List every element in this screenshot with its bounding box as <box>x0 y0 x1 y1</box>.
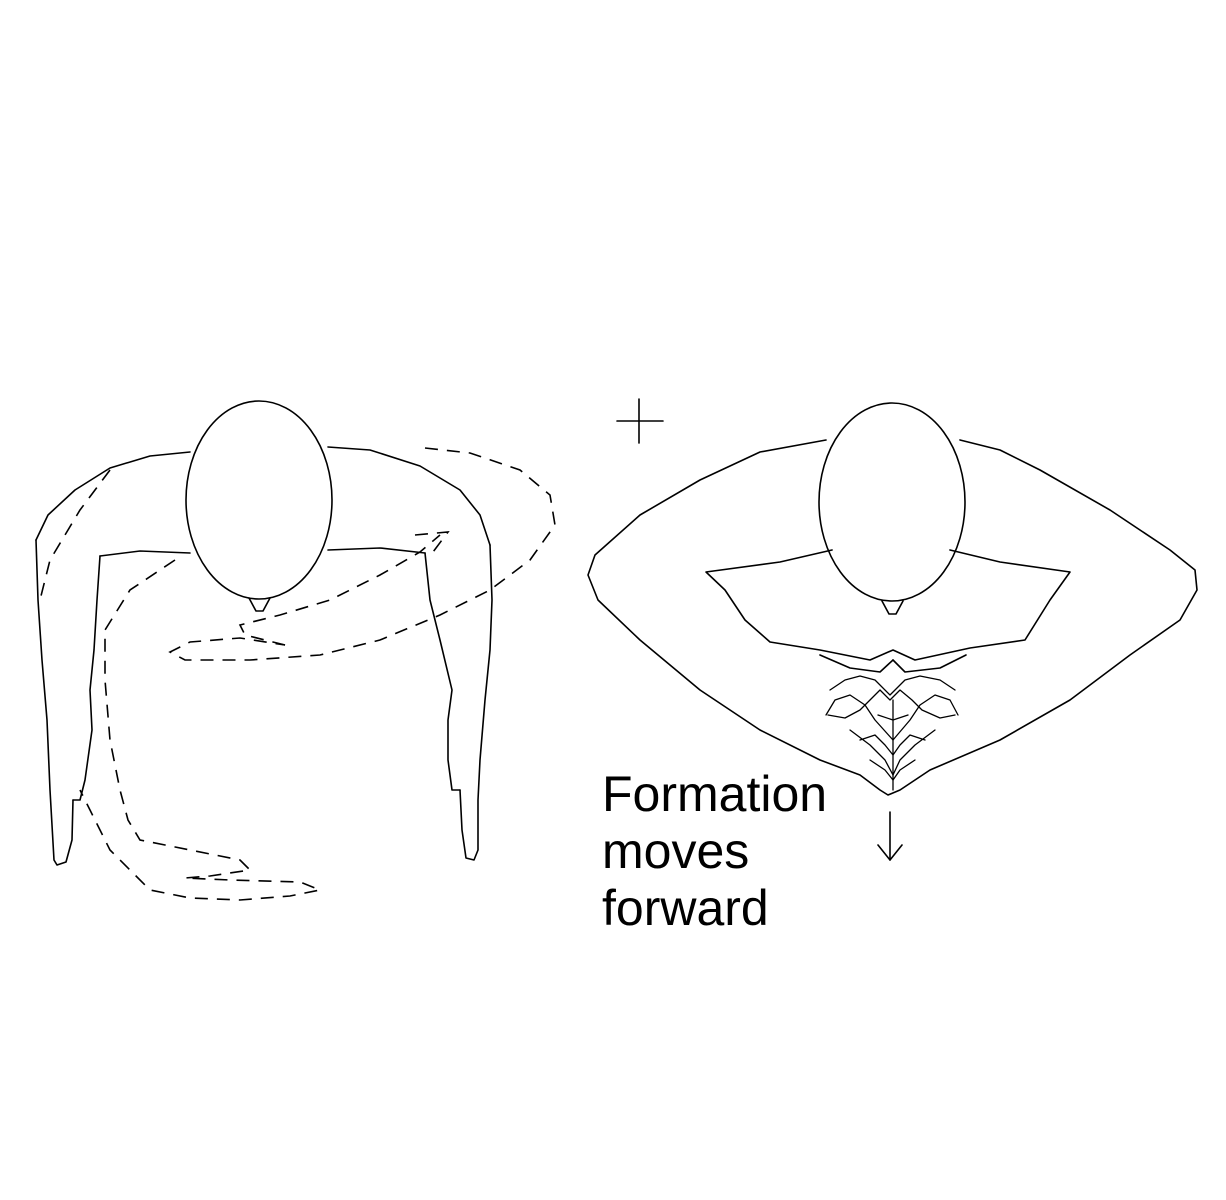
down-arrow-icon <box>877 811 903 861</box>
plus-marker-icon <box>616 398 664 444</box>
left-figure-left-sleeve <box>327 547 426 554</box>
left-figure <box>35 400 556 901</box>
left-figure-arm-outer-left <box>459 544 493 861</box>
right-figure-chest <box>705 549 1071 661</box>
left-figure-arm-inner-right <box>72 555 101 801</box>
left-figure-arm-outer-right <box>35 539 74 866</box>
right-figure-head <box>818 402 966 602</box>
right-figure-nose <box>881 600 904 615</box>
left-figure-motion-path-down <box>79 559 323 901</box>
left-figure-right-sleeve <box>99 550 191 557</box>
right-figure-forearm-right <box>819 654 894 673</box>
left-figure-head <box>185 400 333 600</box>
caption-line-1: Formation <box>602 766 828 822</box>
right-figure-clasped-hands <box>825 675 959 791</box>
left-figure-left-shoulder <box>327 446 491 546</box>
right-figure-outline <box>587 439 1198 796</box>
left-figure-motion-path-upper-return <box>238 534 441 646</box>
caption-line-3: forward <box>602 880 769 936</box>
left-figure-motion-path-upper <box>168 447 556 661</box>
left-figure-arm-inner-left <box>424 552 461 791</box>
right-figure-forearm-left <box>892 654 967 673</box>
caption-line-2: moves <box>602 823 750 879</box>
caption-text: Formation moves forward <box>602 766 902 937</box>
right-figure <box>587 398 1198 861</box>
left-figure-right-shoulder <box>35 451 191 541</box>
left-figure-motion-arrowhead <box>414 531 450 557</box>
left-figure-nose <box>248 597 271 612</box>
left-figure-motion-path-lower <box>39 469 111 601</box>
